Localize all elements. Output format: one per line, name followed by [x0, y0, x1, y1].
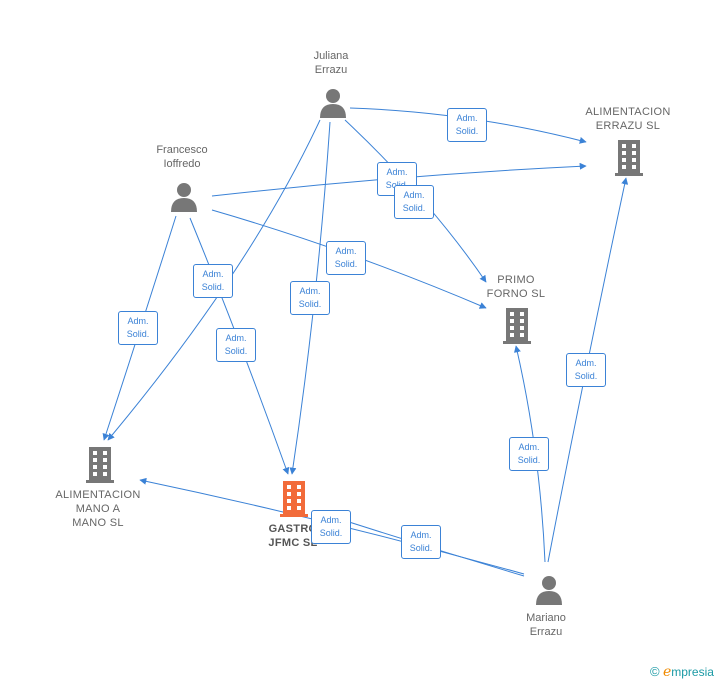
edge-label[interactable]: Adm. Solid.: [509, 437, 549, 471]
person-icon[interactable]: [169, 182, 199, 212]
edge-label[interactable]: Adm. Solid.: [326, 241, 366, 275]
edge-label[interactable]: Adm. Solid.: [118, 311, 158, 345]
edge-label[interactable]: Adm. Solid.: [401, 525, 441, 559]
building-icon[interactable]: [613, 140, 645, 176]
edge-label[interactable]: Adm. Solid.: [566, 353, 606, 387]
edge-label[interactable]: Adm. Solid.: [311, 510, 351, 544]
person-icon[interactable]: [318, 88, 348, 118]
copyright-symbol: ©: [650, 664, 660, 679]
brand-name: mpresia: [671, 665, 714, 679]
company-label-alimentacion-errazu[interactable]: ALIMENTACION ERRAZU SL: [585, 106, 671, 132]
building-icon[interactable]: [84, 447, 116, 483]
person-label-francesco[interactable]: Francesco Ioffredo: [156, 144, 208, 170]
brand-logo: © empresia: [650, 664, 714, 680]
edge-label[interactable]: Adm. Solid.: [447, 108, 487, 142]
building-icon[interactable]: [501, 308, 533, 344]
brand-e: e: [662, 664, 672, 680]
person-icon[interactable]: [534, 575, 564, 605]
person-label-mariano[interactable]: Mariano Errazu: [526, 612, 566, 638]
person-label-juliana[interactable]: Juliana Errazu: [313, 50, 349, 76]
edge-label[interactable]: Adm. Solid.: [216, 328, 256, 362]
company-label-alimentacion-mano[interactable]: ALIMENTACION MANO A MANO SL: [55, 489, 141, 529]
company-label-primo-forno[interactable]: PRIMO FORNO SL: [486, 274, 546, 300]
edge-label[interactable]: Adm. Solid.: [394, 185, 434, 219]
company-label-gastro-jfmc[interactable]: GASTRO JFMC SL: [268, 523, 318, 549]
building-icon-highlighted[interactable]: [278, 481, 310, 517]
edge-label[interactable]: Adm. Solid.: [290, 281, 330, 315]
edge-label[interactable]: Adm. Solid.: [193, 264, 233, 298]
